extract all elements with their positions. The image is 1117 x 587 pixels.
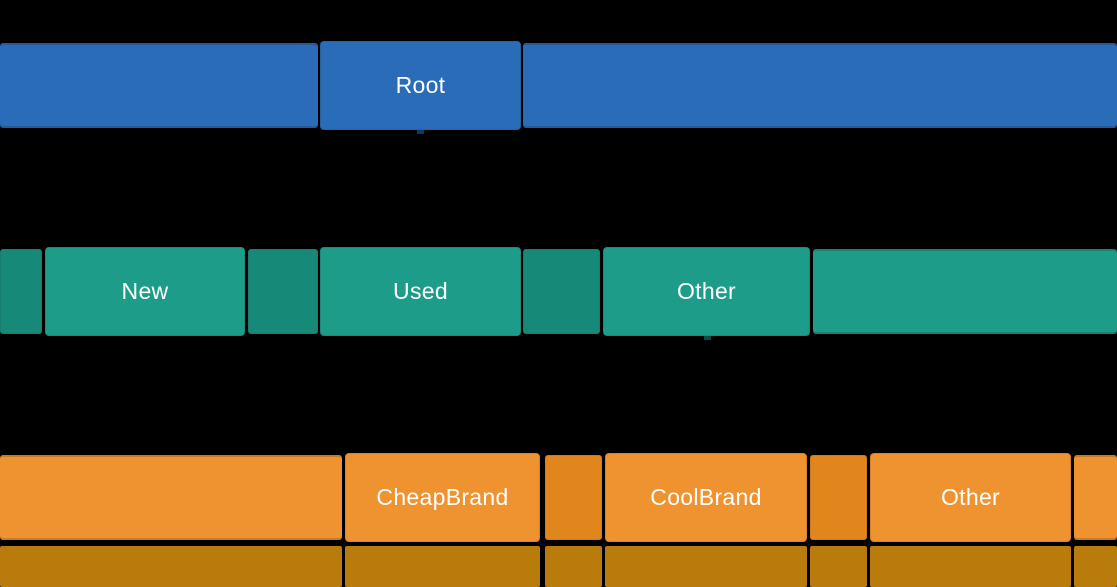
icicle-node-segment[interactable] bbox=[1074, 455, 1117, 540]
icicle-node-other[interactable]: Other bbox=[870, 453, 1071, 542]
icicle-node-new[interactable]: New bbox=[45, 247, 245, 336]
icicle-node-segment[interactable] bbox=[810, 455, 867, 540]
icicle-node-used[interactable]: Used bbox=[320, 247, 521, 336]
icicle-node-label: Other bbox=[940, 484, 1001, 510]
connector-stub bbox=[704, 336, 711, 340]
icicle-node-segment[interactable] bbox=[813, 249, 1117, 334]
icicle-node-other[interactable]: Other bbox=[603, 247, 810, 336]
icicle-node-label: CheapBrand bbox=[376, 484, 509, 510]
icicle-deeper-level-segment[interactable] bbox=[1074, 546, 1117, 587]
icicle-node-cheapbrand[interactable]: CheapBrand bbox=[345, 453, 540, 542]
icicle-deeper-level-segment[interactable] bbox=[545, 546, 602, 587]
icicle-node-label: Used bbox=[393, 278, 448, 304]
icicle-deeper-level-segment[interactable] bbox=[0, 546, 342, 587]
icicle-node-label: New bbox=[121, 278, 169, 304]
icicle-node-label: CoolBrand bbox=[650, 484, 762, 510]
icicle-node-segment[interactable] bbox=[523, 43, 1117, 128]
icicle-node-segment[interactable] bbox=[545, 455, 602, 540]
icicle-node-coolbrand[interactable]: CoolBrand bbox=[605, 453, 807, 542]
icicle-node-segment[interactable] bbox=[248, 249, 318, 334]
icicle-node-root[interactable]: Root bbox=[320, 41, 521, 130]
icicle-node-segment[interactable] bbox=[0, 43, 318, 128]
icicle-deeper-level-segment[interactable] bbox=[345, 546, 540, 587]
icicle-node-label: Other bbox=[676, 278, 737, 304]
icicle-node-segment[interactable] bbox=[523, 249, 600, 334]
icicle-deeper-level-segment[interactable] bbox=[605, 546, 807, 587]
icicle-node-segment[interactable] bbox=[0, 455, 342, 540]
icicle-deeper-level-segment[interactable] bbox=[810, 546, 867, 587]
icicle-node-label: Root bbox=[395, 72, 446, 98]
icicle-node-segment[interactable] bbox=[0, 249, 42, 334]
connector-stub bbox=[417, 130, 424, 134]
icicle-deeper-level-segment[interactable] bbox=[870, 546, 1071, 587]
